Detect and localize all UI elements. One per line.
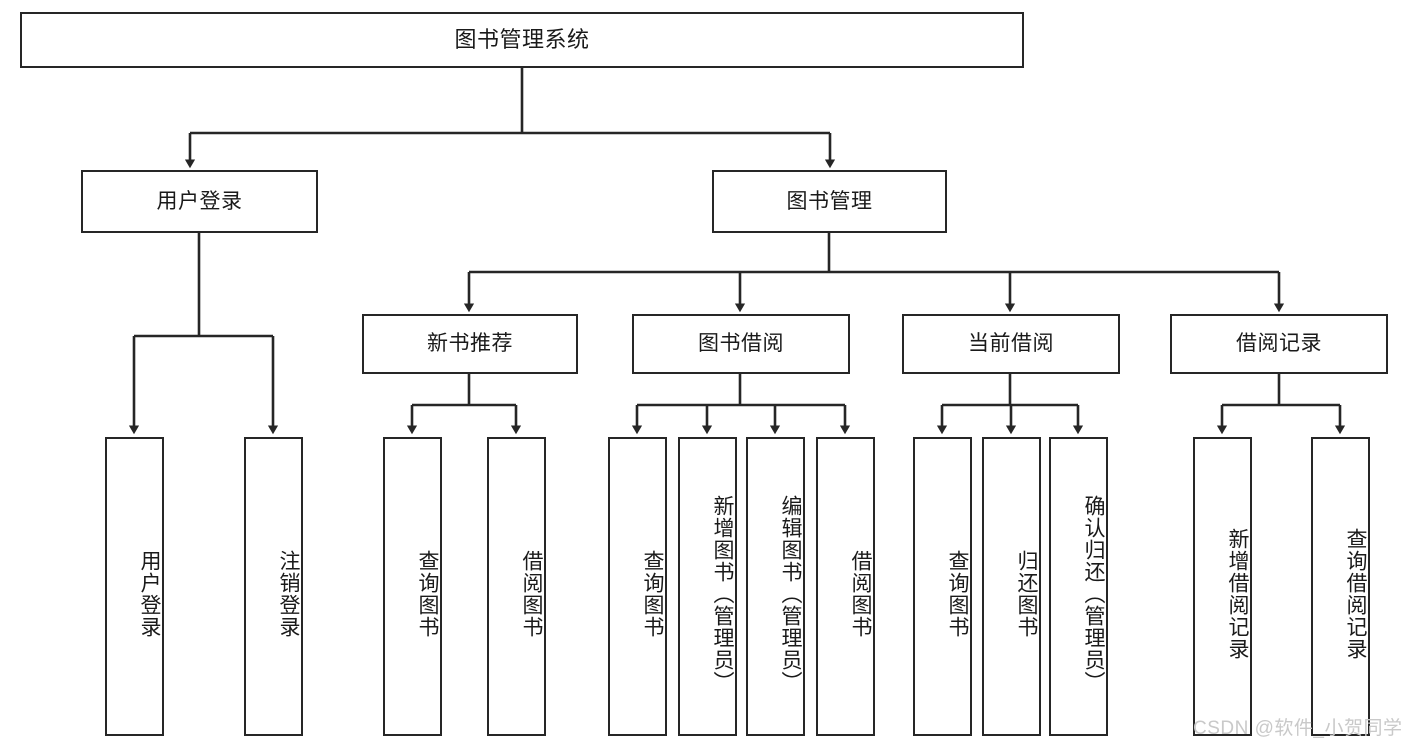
node-leaf-borrow-book-1[interactable]: 借阅图书 <box>487 437 546 736</box>
node-leaf-borrow-book-2-label: 借阅图书 <box>849 549 872 638</box>
node-leaf-borrow-book-2[interactable]: 借阅图书 <box>816 437 875 736</box>
node-leaf-borrow-book-1-label: 借阅图书 <box>520 549 543 638</box>
node-user-login[interactable]: 用户登录 <box>81 170 318 233</box>
node-leaf-confirm-return[interactable]: 确认归还（管理员） <box>1049 437 1108 736</box>
node-leaf-query-book-1[interactable]: 查询图书 <box>383 437 442 736</box>
node-leaf-edit-book-label: 编辑图书（管理员） <box>779 494 802 693</box>
node-leaf-add-book-label: 新增图书（管理员） <box>711 494 734 693</box>
node-new-book-recommend-label: 新书推荐 <box>427 332 513 356</box>
node-book-borrow[interactable]: 图书借阅 <box>632 314 850 374</box>
node-leaf-return-book[interactable]: 归还图书 <box>982 437 1041 736</box>
node-leaf-query-book-2-label: 查询图书 <box>641 549 664 638</box>
node-leaf-query-book-2[interactable]: 查询图书 <box>608 437 667 736</box>
node-leaf-logout-login[interactable]: 注销登录 <box>244 437 303 736</box>
node-new-book-recommend[interactable]: 新书推荐 <box>362 314 578 374</box>
node-current-borrow-label: 当前借阅 <box>968 332 1054 356</box>
node-current-borrow[interactable]: 当前借阅 <box>902 314 1120 374</box>
node-borrow-record[interactable]: 借阅记录 <box>1170 314 1388 374</box>
node-root-label: 图书管理系统 <box>454 26 590 52</box>
node-leaf-query-record[interactable]: 查询借阅记录 <box>1311 437 1370 736</box>
node-leaf-query-book-3-label: 查询图书 <box>946 549 969 638</box>
node-leaf-query-book-3[interactable]: 查询图书 <box>913 437 972 736</box>
node-leaf-return-book-label: 归还图书 <box>1015 549 1038 638</box>
node-user-login-label: 用户登录 <box>156 189 243 213</box>
node-leaf-add-record[interactable]: 新增借阅记录 <box>1193 437 1252 736</box>
node-borrow-record-label: 借阅记录 <box>1236 332 1322 356</box>
node-leaf-add-book[interactable]: 新增图书（管理员） <box>678 437 737 736</box>
node-leaf-query-book-1-label: 查询图书 <box>416 549 439 638</box>
node-leaf-logout-login-label: 注销登录 <box>277 549 300 638</box>
node-root[interactable]: 图书管理系统 <box>20 12 1024 68</box>
node-leaf-edit-book[interactable]: 编辑图书（管理员） <box>746 437 805 736</box>
node-leaf-query-record-label: 查询借阅记录 <box>1344 527 1367 660</box>
node-book-manage-label: 图书管理 <box>786 189 873 213</box>
node-leaf-add-record-label: 新增借阅记录 <box>1226 527 1249 660</box>
node-leaf-user-login-label: 用户登录 <box>138 549 161 638</box>
watermark: CSDN @软件_小贺同学 <box>1193 718 1403 739</box>
node-leaf-user-login[interactable]: 用户登录 <box>105 437 164 736</box>
node-book-borrow-label: 图书借阅 <box>698 332 784 356</box>
node-book-manage[interactable]: 图书管理 <box>712 170 947 233</box>
node-leaf-confirm-return-label: 确认归还（管理员） <box>1082 494 1105 693</box>
